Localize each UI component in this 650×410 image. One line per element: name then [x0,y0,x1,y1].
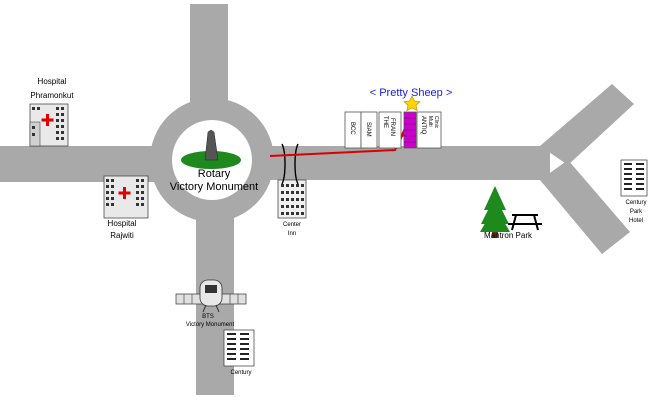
bts-label-1: BTS [202,314,214,320]
bts-station-icon [175,279,247,313]
hospital-top-label-2: Phramonkut [30,91,74,100]
century-building-icon [223,329,255,367]
road-east [260,146,550,180]
road-network [0,4,634,395]
mantron-park-label: Mantron Park [484,231,533,240]
century-hotel-label-3: Hotel [629,218,643,224]
hospital-left-label-2: Rajwiti [110,231,134,240]
hospital-building-icon [29,103,69,147]
shop-siam [360,111,378,149]
pretty-sheep-title: < Pretty Sheep > [370,87,453,99]
center-inn-label-1: Center [283,222,301,228]
victory-monument-icon [181,129,241,169]
bts-label-2: Victory Monument [186,322,235,328]
picnic-table-icon [508,214,542,231]
shop-the-frain-label-1: THE [382,116,388,128]
shop-right-label-1: ANTIQ [420,116,426,135]
star-icon [403,95,421,112]
shop-the-frain-label-2: FRAIN [389,118,395,136]
overpass-icon [281,143,299,185]
shop-siam-label: SIAM [365,122,371,137]
rotary-title: Rotary [198,168,231,180]
shop-row [344,111,442,149]
road-southeast [540,160,630,254]
century-hotel-label-2: Park [630,209,643,215]
rotary-subtitle: Victory Monument [170,181,258,193]
road-northeast [540,84,634,165]
shop-the-frain [378,111,402,149]
center-inn-building-icon [277,179,307,219]
century-bottom-label: Century [230,370,251,376]
hospital-top-label-1: Hospital [38,77,67,86]
shop-right-label-3: Clinic [433,116,439,129]
shop-right-label-2: Multi [427,116,433,127]
century-hotel-label-1: Century [625,200,646,206]
century-park-hotel-building-icon [620,159,648,197]
hospital-left-label-1: Hospital [108,219,137,228]
shop-right [416,111,442,149]
center-inn-label-2: Inn [288,231,296,237]
hospital-building-icon [103,175,149,219]
tree-icon [480,186,510,238]
shop-bcc-label: BCC [349,122,355,135]
